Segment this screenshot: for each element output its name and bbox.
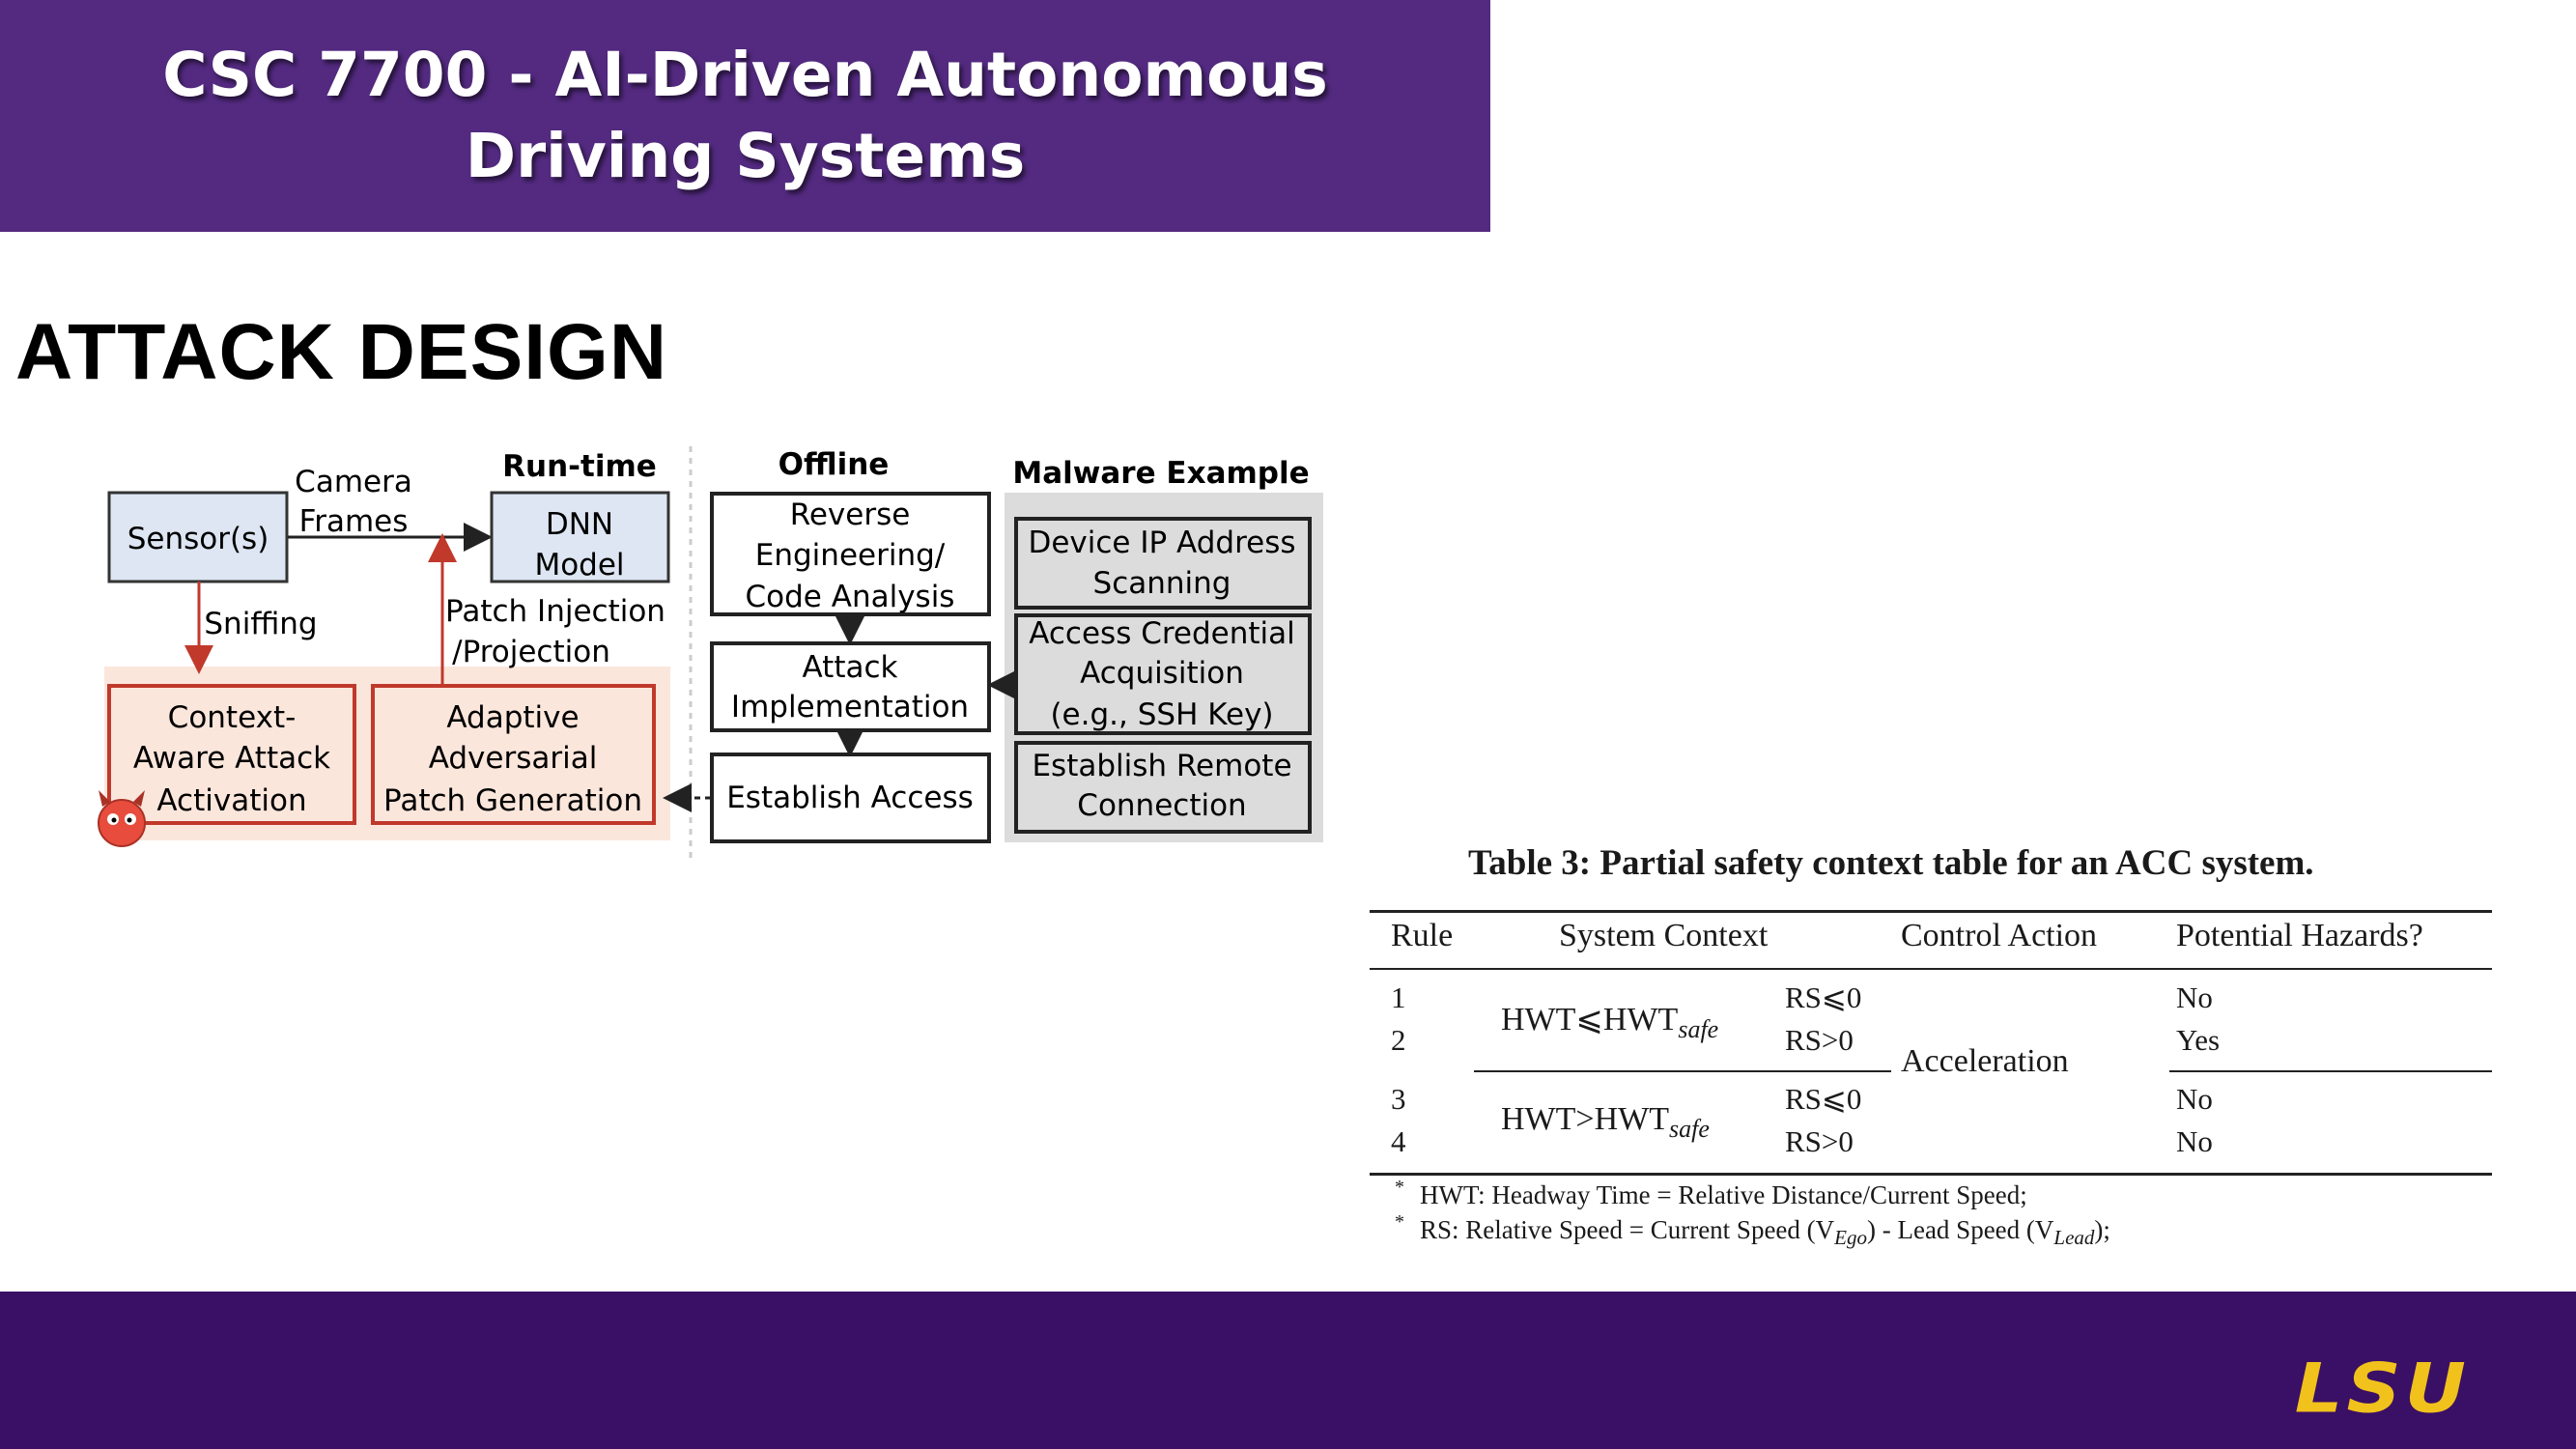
remote-line2: Connection <box>1077 788 1246 823</box>
attack-line1: Attack <box>803 650 898 685</box>
sensor-label: Sensor(s) <box>127 522 269 556</box>
header-system-context: System Context <box>1559 918 1769 953</box>
header-potential-hazards: Potential Hazards? <box>2176 918 2423 953</box>
row2-hazard: Yes <box>2176 1023 2221 1057</box>
row1-rs: RS⩽0 <box>1785 980 1862 1014</box>
sniffing-label: Sniffing <box>204 607 317 641</box>
row3-context-sub: safe <box>1669 1115 1710 1143</box>
projection-label: /Projection <box>452 635 610 669</box>
context-line1: Context- <box>168 700 297 735</box>
access-line1: Access Credential <box>1029 616 1295 651</box>
offline-label: Offline <box>778 447 890 482</box>
row3-context-base: HWT>HWT <box>1501 1101 1670 1137</box>
footer-bar: LSU <box>0 1292 2576 1449</box>
table-caption: Table 3: Partial safety context table fo… <box>1468 843 2314 883</box>
row1-context-sub: safe <box>1678 1015 1719 1043</box>
remote-connection-box <box>1014 741 1312 834</box>
camera-label: Camera <box>295 465 412 499</box>
reverse-line3: Code Analysis <box>746 580 955 614</box>
row4-rule: 4 <box>1391 1124 1406 1158</box>
note2-text: RS: Relative Speed = Current Speed (VEgo… <box>1420 1215 2110 1249</box>
note2-part-b: ) - Lead Speed (V <box>1866 1215 2054 1244</box>
attack-line2: Implementation <box>731 690 969 724</box>
table-bottom-rule <box>1370 1173 2492 1176</box>
adaptive-line3: Patch Generation <box>383 783 642 818</box>
row1-rule: 1 <box>1391 980 1406 1014</box>
note2-part-c: ); <box>2094 1215 2110 1244</box>
row1-context: HWT⩽HWTsafe <box>1501 1000 1718 1043</box>
row4-rs: RS>0 <box>1785 1124 1854 1158</box>
row3-rs: RS⩽0 <box>1785 1082 1862 1116</box>
row4-hazard: No <box>2176 1124 2213 1158</box>
context-line3: Activation <box>156 783 306 818</box>
row1-context-base: HWT⩽HWT <box>1501 1002 1679 1037</box>
note2-sub-ego: Ego <box>1834 1226 1867 1249</box>
row3-context: HWT>HWTsafe <box>1501 1101 1710 1143</box>
row3-hazard: No <box>2176 1082 2213 1116</box>
reverse-line1: Reverse <box>790 497 911 532</box>
context-line2: Aware Attack <box>133 741 330 776</box>
establish-access-label: Establish Access <box>726 781 974 815</box>
hazard-mid-rule <box>2169 1070 2492 1072</box>
header-control-action: Control Action <box>1901 918 2098 953</box>
adaptive-patch-box <box>371 684 656 825</box>
access-credential-box <box>1014 613 1312 735</box>
row1-hazard: No <box>2176 980 2213 1014</box>
patch-injection-label: Patch Injection <box>445 594 665 629</box>
runtime-label: Run-time <box>502 449 657 484</box>
context-mid-rule <box>1474 1070 1891 1072</box>
sensor-box <box>107 491 289 583</box>
header-rule-line <box>1370 968 2492 970</box>
model-label: Model <box>534 548 624 582</box>
note1-star: * <box>1395 1177 1404 1198</box>
dnn-label: DNN <box>546 507 613 542</box>
reverse-line2: Engineering/ <box>755 538 946 573</box>
access-line3: (e.g., SSH Key) <box>1050 697 1273 732</box>
dnn-model-box <box>490 491 670 583</box>
access-line2: Acquisition <box>1080 656 1244 691</box>
attack-generation-area <box>104 667 670 840</box>
section-title: ATTACK DESIGN <box>15 308 668 396</box>
control-action-acceleration: Acceleration <box>1901 1043 2069 1079</box>
slide-title-line1: CSC 7700 - AI-Driven Autonomous <box>162 40 1328 110</box>
slide-title-line2: Driving Systems <box>465 121 1026 191</box>
row3-rule: 3 <box>1391 1082 1406 1116</box>
malware-example-area <box>1005 493 1323 842</box>
table-top-rule <box>1370 910 2492 913</box>
reverse-engineering-box <box>710 492 991 616</box>
device-line1: Device IP Address <box>1028 526 1295 560</box>
note2-part-a: RS: Relative Speed = Current Speed (V <box>1420 1215 1835 1244</box>
lsu-logo: LSU <box>2294 1350 2470 1429</box>
note2-sub-lead: Lead <box>2053 1226 2095 1249</box>
row2-rs: RS>0 <box>1785 1023 1854 1057</box>
malware-example-label: Malware Example <box>1012 456 1309 491</box>
adaptive-line1: Adaptive <box>446 700 579 735</box>
context-aware-box <box>107 684 356 825</box>
frames-label: Frames <box>299 504 409 539</box>
slide-title-bar: CSC 7700 - AI-Driven Autonomous Driving … <box>0 0 1490 232</box>
devil-icon <box>98 790 146 847</box>
remote-line1: Establish Remote <box>1032 749 1291 783</box>
header-rule: Rule <box>1391 918 1454 953</box>
device-scanning-box <box>1014 517 1312 610</box>
note2-star: * <box>1395 1211 1404 1233</box>
adaptive-line2: Adversarial <box>429 741 598 776</box>
row2-rule: 2 <box>1391 1023 1406 1057</box>
attack-implementation-box <box>710 641 991 732</box>
note1-text: HWT: Headway Time = Relative Distance/Cu… <box>1420 1180 2027 1209</box>
device-line2: Scanning <box>1093 566 1231 601</box>
establish-access-box <box>710 753 991 843</box>
